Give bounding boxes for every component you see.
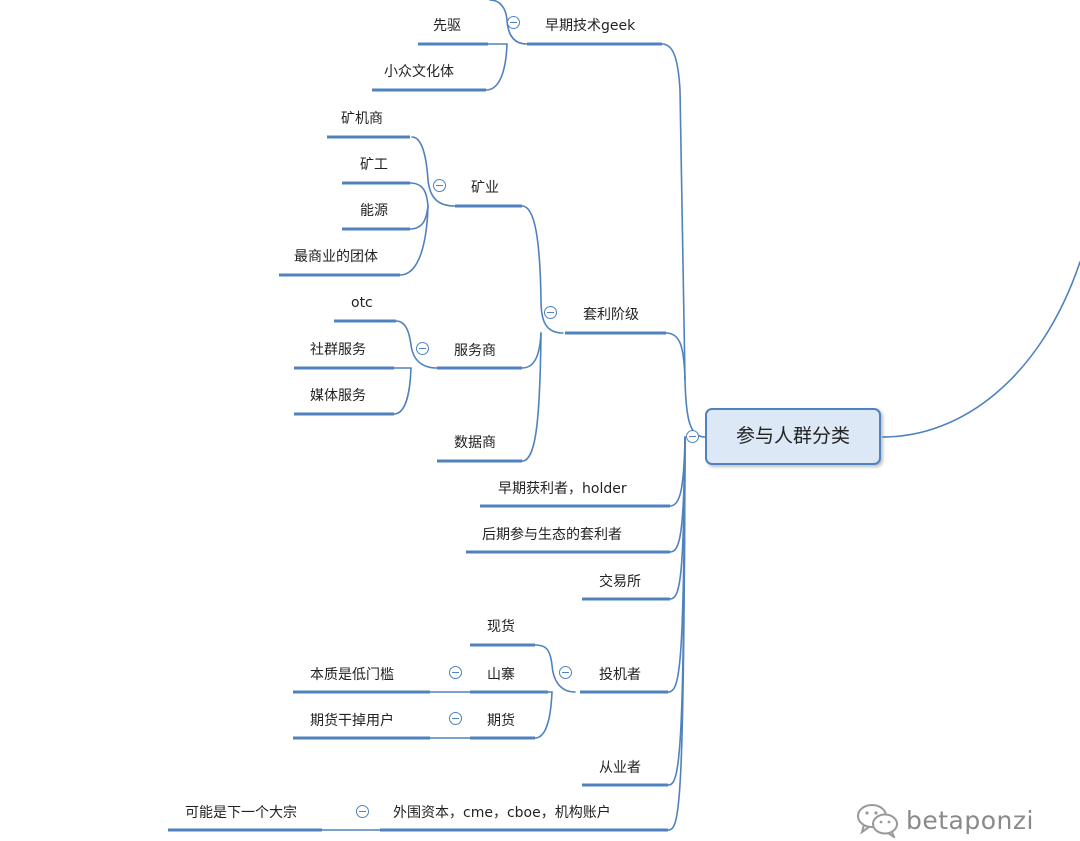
node-exchange[interactable]: 交易所 bbox=[599, 574, 641, 590]
node-otc[interactable]: otc bbox=[351, 295, 373, 311]
note-futures-kill-users[interactable]: 期货干掉用户 bbox=[310, 713, 394, 729]
collapse-toggle-altcoin[interactable] bbox=[449, 666, 462, 679]
note-low-barrier[interactable]: 本质是低门槛 bbox=[310, 667, 394, 683]
node-early-holder[interactable]: 早期获利者，holder bbox=[498, 481, 627, 497]
node-mining[interactable]: 矿业 bbox=[471, 180, 499, 196]
note-next-commodity[interactable]: 可能是下一个大宗 bbox=[185, 805, 297, 821]
collapse-toggle-arbitrage[interactable] bbox=[544, 306, 557, 319]
node-spot[interactable]: 现货 bbox=[487, 619, 515, 635]
watermark: betaponzi bbox=[856, 800, 1034, 840]
node-service-provider[interactable]: 服务商 bbox=[454, 343, 496, 359]
wechat-icon bbox=[857, 804, 898, 838]
central-topic[interactable]: 参与人群分类 bbox=[705, 408, 881, 465]
node-late-arbitrager[interactable]: 后期参与生态的套利者 bbox=[482, 527, 622, 543]
node-data-provider[interactable]: 数据商 bbox=[454, 435, 496, 451]
collapse-toggle-central[interactable] bbox=[686, 430, 699, 443]
node-altcoin[interactable]: 山寨 bbox=[487, 667, 515, 683]
node-futures[interactable]: 期货 bbox=[487, 713, 515, 729]
node-niche-culture[interactable]: 小众文化体 bbox=[384, 64, 454, 80]
collapse-toggle-futures[interactable] bbox=[449, 712, 462, 725]
collapse-toggle-early-geek[interactable] bbox=[507, 16, 520, 29]
node-miner[interactable]: 矿工 bbox=[360, 157, 388, 173]
node-media-service[interactable]: 媒体服务 bbox=[310, 388, 366, 404]
collapse-toggle-mining[interactable] bbox=[433, 179, 446, 192]
node-early-geek[interactable]: 早期技术geek bbox=[545, 18, 636, 34]
watermark-text: betaponzi bbox=[906, 805, 1034, 835]
node-arbitrage[interactable]: 套利阶级 bbox=[583, 307, 639, 323]
node-external-capital[interactable]: 外围资本，cme，cboe，机构账户 bbox=[393, 805, 611, 821]
collapse-toggle-service[interactable] bbox=[416, 342, 429, 355]
node-energy[interactable]: 能源 bbox=[360, 203, 388, 219]
collapse-toggle-speculator[interactable] bbox=[559, 666, 572, 679]
node-most-commercial-group[interactable]: 最商业的团体 bbox=[294, 249, 378, 265]
collapse-toggle-external[interactable] bbox=[356, 805, 369, 818]
node-miner-maker[interactable]: 矿机商 bbox=[341, 111, 383, 127]
node-pioneer[interactable]: 先驱 bbox=[433, 18, 461, 34]
node-speculator[interactable]: 投机者 bbox=[599, 667, 641, 683]
node-community-service[interactable]: 社群服务 bbox=[310, 342, 366, 358]
node-practitioner[interactable]: 从业者 bbox=[599, 760, 641, 776]
